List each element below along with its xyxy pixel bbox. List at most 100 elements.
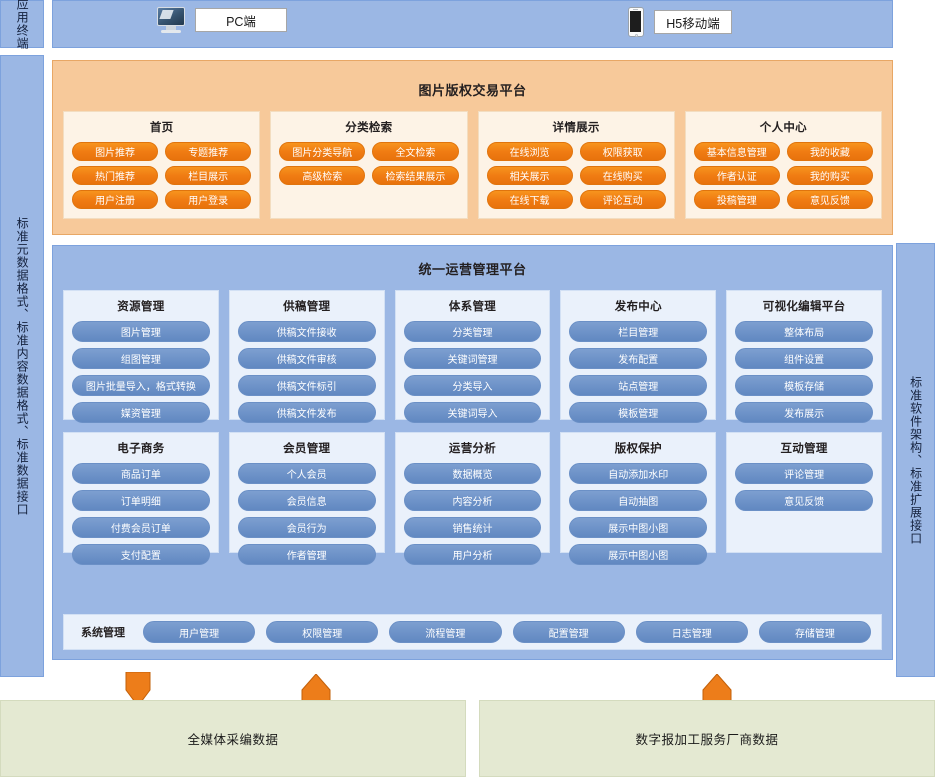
list-item[interactable]: 订单明细 — [72, 490, 210, 511]
ops-platform: 统一运营管理平台 资源管理 图片管理 组图管理 图片批量导入，格式转换 媒资管理… — [52, 245, 893, 660]
list-item[interactable]: 权限获取 — [579, 142, 666, 161]
list-item[interactable]: 用户注册 — [72, 190, 159, 209]
list-item[interactable]: 展示中图小图 — [569, 544, 708, 565]
list-item[interactable]: 日志管理 — [635, 621, 748, 643]
trade-platform: 图片版权交易平台 首页 图片推荐 专题推荐 热门推荐 栏目展示 用户注册 用户登… — [52, 60, 893, 235]
terminal-band: PC端 H5移动端 — [52, 0, 893, 48]
list-item[interactable]: 在线浏览 — [486, 142, 573, 161]
list-item[interactable]: 自动添加水印 — [569, 463, 708, 484]
list-item[interactable]: 支付配置 — [72, 544, 210, 565]
module-title: 个人中心 — [759, 122, 807, 134]
list-item[interactable]: 配置管理 — [512, 621, 625, 643]
list-item[interactable]: 评论互动 — [579, 190, 666, 209]
module-title: 发布中心 — [614, 301, 662, 313]
list-item[interactable]: 销售统计 — [403, 517, 542, 538]
list-item[interactable]: 关键词导入 — [403, 402, 542, 423]
arrow-down-icon — [125, 672, 151, 707]
list-item[interactable]: 媒资管理 — [72, 402, 210, 423]
list-item[interactable]: 模板存储 — [735, 375, 873, 396]
list-item[interactable]: 栏目展示 — [165, 166, 252, 185]
module-title: 供稿管理 — [283, 301, 331, 313]
list-item[interactable]: 流程管理 — [389, 621, 502, 643]
list-item[interactable]: 会员信息 — [237, 490, 376, 511]
rail-standard-software-label: 标准软件架构、标准扩展接口 — [908, 375, 923, 545]
list-item[interactable]: 发布展示 — [735, 402, 873, 423]
data-source-media: 全媒体采编数据 — [0, 700, 466, 777]
module-personal-center: 个人中心 基本信息管理 我的收藏 作者认证 我的购买 投稿管理 意见反馈 — [684, 111, 882, 219]
list-item[interactable]: 分类导入 — [403, 375, 542, 396]
list-item[interactable]: 自动抽图 — [569, 490, 708, 511]
module-title: 资源管理 — [117, 301, 165, 313]
list-item[interactable]: 检索结果展示 — [372, 166, 459, 185]
list-item[interactable]: 站点管理 — [569, 375, 708, 396]
list-item[interactable]: 高级检索 — [279, 166, 366, 185]
ops-platform-row-one: 资源管理 图片管理 组图管理 图片批量导入，格式转换 媒资管理 供稿管理 供稿文… — [53, 278, 892, 423]
list-item[interactable]: 展示中图小图 — [569, 517, 708, 538]
list-item[interactable]: 图片批量导入，格式转换 — [72, 375, 210, 396]
data-source-vendor: 数字报加工服务厂商数据 — [479, 700, 935, 777]
list-item[interactable]: 组图管理 — [72, 348, 210, 369]
module-submission-management: 供稿管理 供稿文件接收 供稿文件审核 供稿文件标引 供稿文件发布 — [228, 290, 385, 423]
list-item[interactable]: 基本信息管理 — [693, 142, 780, 161]
list-item[interactable]: 组件设置 — [735, 348, 873, 369]
module-category-search: 分类检索 图片分类导航 全文检索 高级检索 检索结果展示 — [270, 111, 468, 219]
module-interaction-management: 互动管理 评论管理 意见反馈 — [726, 432, 882, 553]
list-item[interactable]: 付费会员订单 — [72, 517, 210, 538]
module-title: 体系管理 — [448, 301, 497, 313]
list-item[interactable]: 用户管理 — [143, 621, 256, 643]
list-item[interactable]: 分类管理 — [403, 321, 542, 342]
list-item[interactable]: 用户分析 — [403, 544, 542, 565]
list-item[interactable]: 意见反馈 — [735, 490, 873, 511]
list-item[interactable]: 作者管理 — [237, 544, 376, 565]
list-item[interactable]: 我的购买 — [786, 166, 873, 185]
list-item[interactable]: 投稿管理 — [693, 190, 780, 209]
list-item[interactable]: 在线购买 — [579, 166, 666, 185]
list-item[interactable]: 图片推荐 — [72, 142, 159, 161]
ops-platform-title: 统一运营管理平台 — [418, 262, 527, 277]
list-item[interactable]: 全文检索 — [372, 142, 459, 161]
list-item[interactable]: 在线下载 — [486, 190, 573, 209]
list-item[interactable]: 供稿文件审核 — [237, 348, 376, 369]
list-item[interactable]: 存储管理 — [758, 621, 872, 643]
module-resource-management: 资源管理 图片管理 组图管理 图片批量导入，格式转换 媒资管理 — [63, 290, 219, 423]
module-title: 会员管理 — [283, 443, 331, 455]
terminal-pc[interactable]: PC端 — [157, 7, 287, 33]
rail-application-terminal-label: 应用终端 — [15, 0, 30, 50]
terminal-h5[interactable]: H5移动端 — [628, 7, 732, 37]
list-item[interactable]: 我的收藏 — [786, 142, 873, 161]
list-item[interactable]: 作者认证 — [693, 166, 780, 185]
list-item[interactable]: 权限管理 — [266, 621, 379, 643]
list-item[interactable]: 关键词管理 — [403, 348, 542, 369]
module-publishing-center: 发布中心 栏目管理 发布配置 站点管理 模板管理 — [560, 290, 717, 423]
monitor-icon — [157, 7, 185, 33]
list-item[interactable]: 供稿文件标引 — [237, 375, 376, 396]
list-item[interactable]: 评论管理 — [735, 463, 873, 484]
rail-standard-software: 标准软件架构、标准扩展接口 — [896, 243, 935, 677]
list-item[interactable]: 商品订单 — [72, 463, 210, 484]
list-item[interactable]: 供稿文件发布 — [237, 402, 376, 423]
module-title: 详情展示 — [552, 122, 600, 134]
list-item[interactable]: 意见反馈 — [786, 190, 873, 209]
ops-platform-row-two: 电子商务 商品订单 订单明细 付费会员订单 支付配置 会员管理 个人会员 会员信… — [53, 420, 892, 565]
list-item[interactable]: 图片分类导航 — [279, 142, 366, 161]
module-visual-editor: 可视化编辑平台 整体布局 组件设置 模板存储 发布展示 — [726, 290, 882, 423]
list-item[interactable]: 相关展示 — [486, 166, 573, 185]
list-item[interactable]: 发布配置 — [569, 348, 708, 369]
list-item[interactable]: 数据概览 — [403, 463, 542, 484]
phone-icon — [628, 7, 644, 37]
list-item[interactable]: 整体布局 — [735, 321, 873, 342]
list-item[interactable]: 模板管理 — [569, 402, 708, 423]
system-management-label: 系统管理 — [81, 627, 125, 639]
list-item[interactable]: 内容分析 — [403, 490, 542, 511]
module-title: 分类检索 — [345, 122, 393, 134]
list-item[interactable]: 栏目管理 — [569, 321, 708, 342]
list-item[interactable]: 个人会员 — [237, 463, 376, 484]
list-item[interactable]: 会员行为 — [237, 517, 376, 538]
trade-platform-modules: 首页 图片推荐 专题推荐 热门推荐 栏目展示 用户注册 用户登录 分类检索 图片… — [53, 99, 892, 219]
list-item[interactable]: 图片管理 — [72, 321, 210, 342]
rail-standard-data-label: 标准元数据格式、标准内容数据格式、标准数据接口 — [15, 216, 30, 516]
list-item[interactable]: 热门推荐 — [72, 166, 159, 185]
list-item[interactable]: 用户登录 — [165, 190, 252, 209]
list-item[interactable]: 专题推荐 — [165, 142, 252, 161]
list-item[interactable]: 供稿文件接收 — [237, 321, 376, 342]
